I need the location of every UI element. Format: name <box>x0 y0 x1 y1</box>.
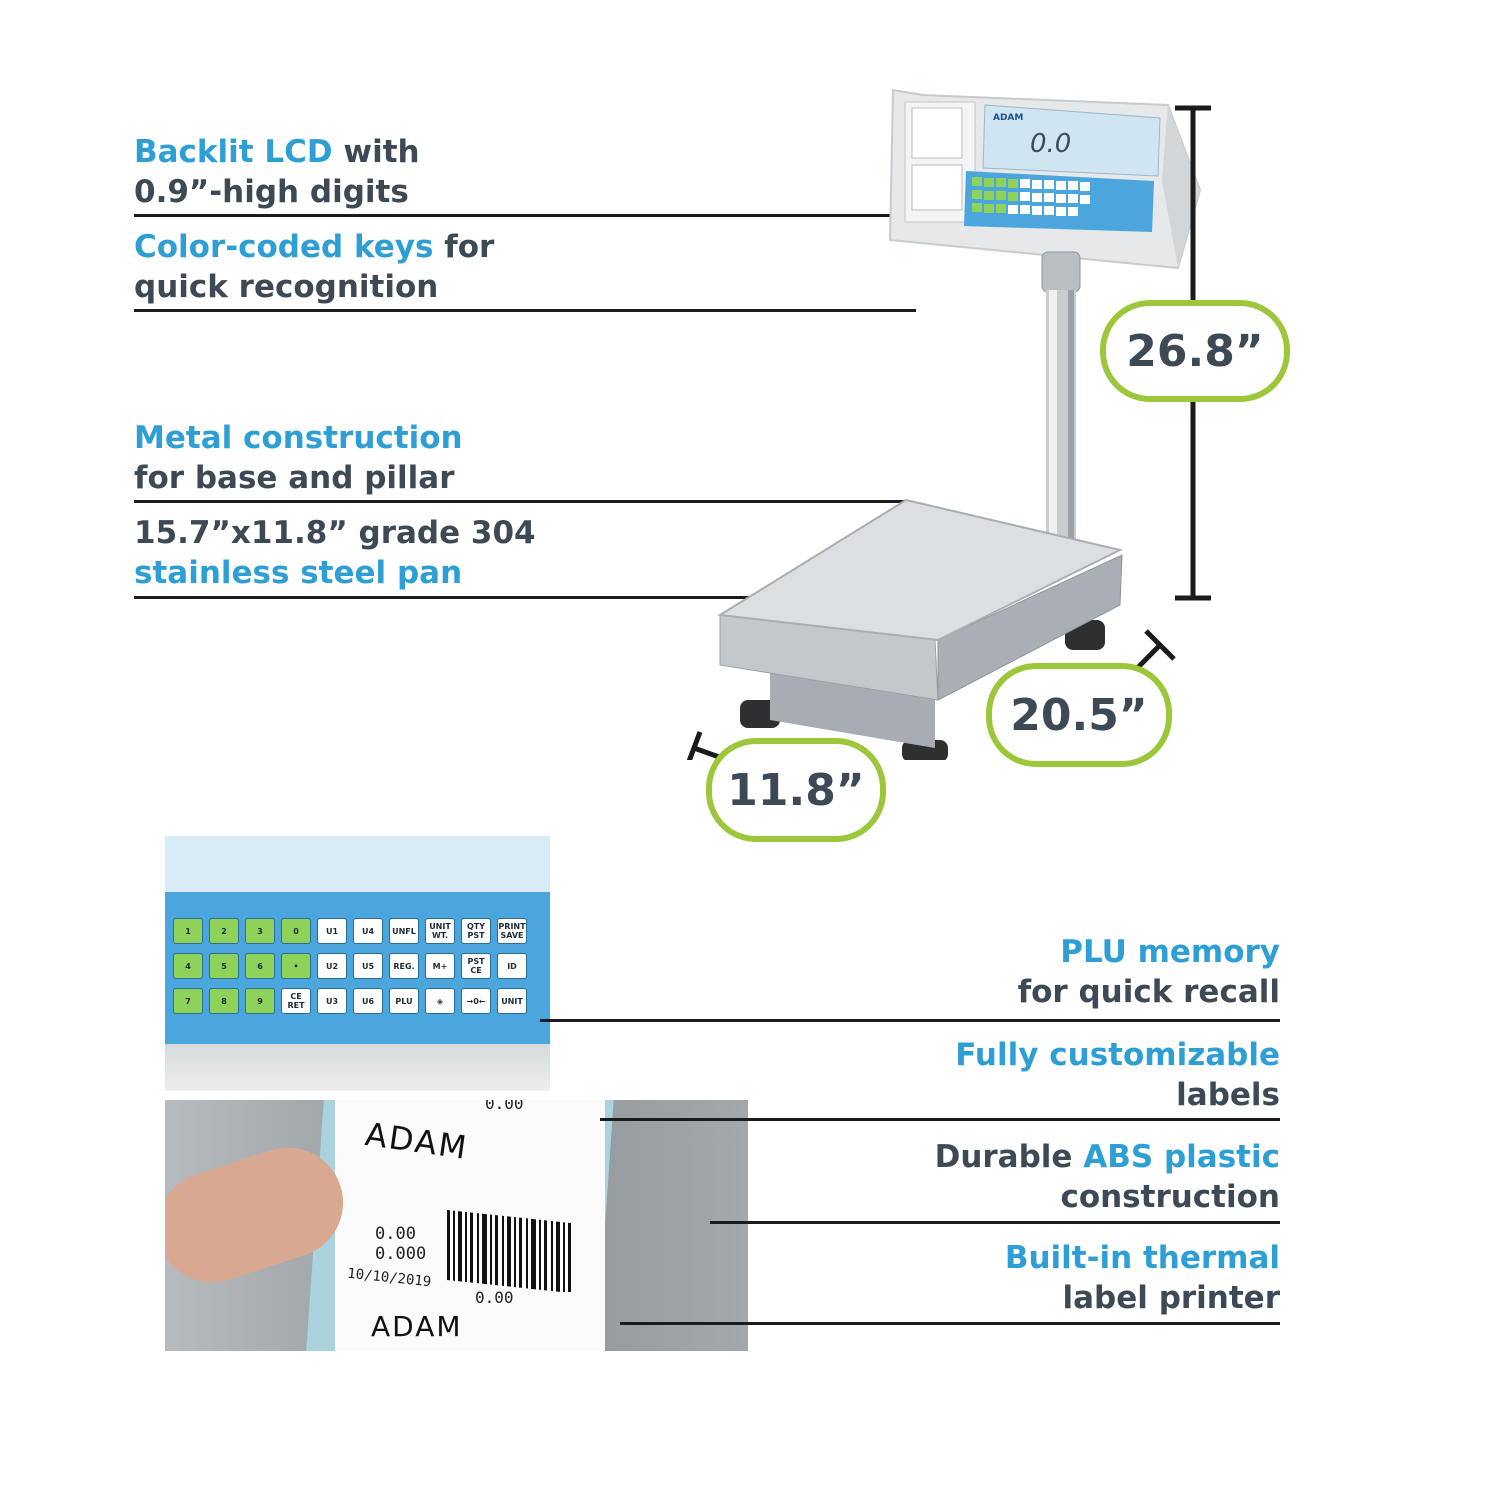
depth-dimension-badge: 20.5” <box>986 663 1172 767</box>
label-brand-top: ADAM <box>362 1114 471 1168</box>
keypad-key[interactable]: UNFL <box>389 918 419 944</box>
callout-line-abs <box>710 1221 1280 1224</box>
label-weight-1: 0.00 <box>375 1224 416 1244</box>
keypad-key[interactable]: 8 <box>209 988 239 1014</box>
keypad-key[interactable]: 7 <box>173 988 203 1014</box>
label-top-value: 0.00 <box>485 1100 524 1113</box>
feature-plu-memory: PLU memory for quick recall <box>1017 934 1280 1010</box>
keypad-key[interactable]: U2 <box>317 953 347 979</box>
keypad-bottom-bezel <box>165 1044 550 1091</box>
feature-stainless-pan: 15.7”x11.8” grade 304 stainless steel pa… <box>134 515 536 591</box>
keypad-key[interactable]: 4 <box>173 953 203 979</box>
label-barcode <box>447 1210 571 1292</box>
printed-label: 0.00 ADAM 0.00 0.000 10/10/2019 0.00 ADA… <box>335 1100 605 1351</box>
feature-metal-construction: Metal construction for base and pillar <box>134 420 463 496</box>
keypad-key[interactable]: 2 <box>209 918 239 944</box>
keypad-key[interactable]: ◈ <box>425 988 455 1014</box>
lcd-strip <box>165 836 550 892</box>
label-printer-image: 0.00 ADAM 0.00 0.000 10/10/2019 0.00 ADA… <box>165 1100 748 1351</box>
keypad-key[interactable]: U1 <box>317 918 347 944</box>
scale-illustration: ADAM 0.0 <box>686 88 1211 760</box>
keypad-key[interactable]: QTY PST <box>461 918 491 944</box>
label-date: 10/10/2019 <box>346 1265 432 1291</box>
lcd-reading: 0.0 <box>1030 129 1071 159</box>
keypad-key[interactable]: U3 <box>317 988 347 1014</box>
keypad-key[interactable]: • <box>281 953 311 979</box>
keypad-key[interactable]: 9 <box>245 988 275 1014</box>
label-brand-bottom: ADAM <box>371 1310 463 1343</box>
keypad-key[interactable]: U5 <box>353 953 383 979</box>
keypad-key[interactable]: U6 <box>353 988 383 1014</box>
keypad-key[interactable]: ID <box>497 953 527 979</box>
pillar <box>1041 251 1081 550</box>
width-dimension-line <box>686 731 735 760</box>
keypad-key[interactable]: PST CE <box>461 953 491 979</box>
callout-line-lcd <box>134 214 924 217</box>
keypad-key[interactable]: 3 <box>245 918 275 944</box>
keypad-key[interactable]: 0 <box>281 918 311 944</box>
keypad-key[interactable]: 6 <box>245 953 275 979</box>
callout-line-metal <box>134 500 904 503</box>
indicator-head: ADAM 0.0 <box>888 88 1202 270</box>
label-barcode-value: 0.00 <box>475 1288 514 1307</box>
keypad-key[interactable]: CE RET <box>281 988 311 1014</box>
keypad-key[interactable]: →0← <box>461 988 491 1014</box>
head-brand-label: ADAM <box>993 113 1023 123</box>
width-dimension-badge: 11.8” <box>706 738 886 842</box>
keypad-key[interactable]: M+ <box>425 953 455 979</box>
keypad-key[interactable]: UNIT <box>497 988 527 1014</box>
height-dimension-badge: 26.8” <box>1100 300 1290 402</box>
callout-line-printer <box>620 1322 1280 1325</box>
callout-line-labels <box>600 1118 1280 1121</box>
label-weight-2: 0.000 <box>375 1244 427 1264</box>
keypad-key[interactable]: U4 <box>353 918 383 944</box>
keypad-key[interactable]: PLU <box>389 988 419 1014</box>
feature-backlit-lcd: Backlit LCD with 0.9”-high digits <box>134 134 420 210</box>
keypad-key[interactable]: REG. <box>389 953 419 979</box>
callout-line-pan <box>134 596 774 599</box>
callout-line-keys <box>134 309 916 312</box>
keypad-key[interactable]: 5 <box>209 953 239 979</box>
scale-base <box>717 498 1123 760</box>
keypad-key[interactable]: 1 <box>173 918 203 944</box>
feature-abs-plastic: Durable ABS plastic construction <box>934 1139 1280 1215</box>
feature-thermal-printer: Built-in thermal label printer <box>1004 1240 1280 1316</box>
keypad-key[interactable]: UNIT WT. <box>425 918 455 944</box>
keypad-key[interactable]: PRINT SAVE <box>497 918 527 944</box>
feature-color-keys: Color-coded keys for quick recognition <box>134 229 495 305</box>
callout-line-plu <box>540 1019 1280 1022</box>
feature-custom-labels: Fully customizable labels <box>955 1037 1280 1113</box>
